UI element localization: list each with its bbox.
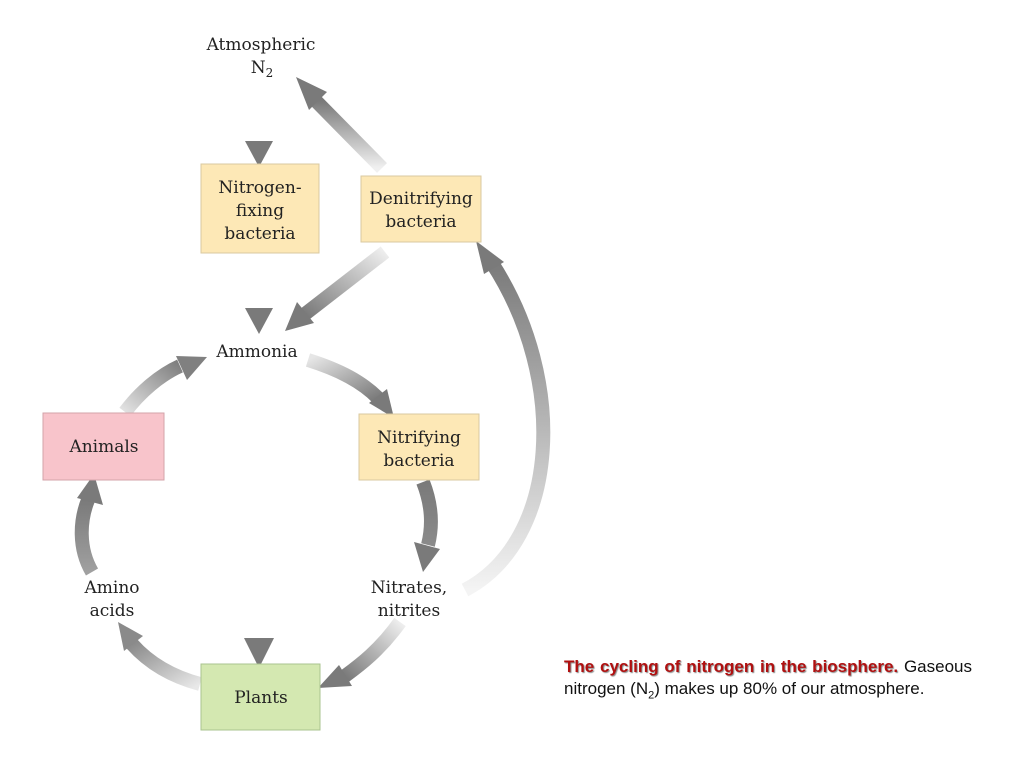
arrow-atmospheric-to-nitrogen-fixing: [245, 82, 273, 167]
denitrifying-bacteria-box: Denitrifying bacteria: [360, 175, 482, 243]
figure-caption: The cycling of nitrogen in the biosphere…: [564, 656, 972, 706]
arrow-nitrates-to-plants: [318, 617, 406, 688]
arrow-nitrifying-to-nitrates: [414, 479, 440, 572]
arrow-animals-to-ammonia: [119, 356, 207, 417]
amino-line-2: acids: [90, 601, 135, 621]
atmospheric-label: Atmospheric: [206, 35, 316, 55]
amino-line-1: Amino: [83, 578, 139, 598]
nitrates-nitrites-label: Nitrates, nitrites: [371, 578, 447, 621]
nitrifying-line-1: Nitrifying: [377, 428, 461, 448]
plants-box: Plants: [200, 663, 321, 731]
caption-title: The cycling of nitrogen in the biosphere…: [564, 657, 899, 676]
nitrates-line-2: nitrites: [378, 601, 440, 621]
nitrifying-line-2: bacteria: [383, 451, 454, 471]
atmospheric-n2-label: Atmospheric N2: [206, 35, 316, 80]
arrow-plants-to-amino-acids: [118, 622, 202, 691]
arrow-nitrates-to-denitrifying: [461, 241, 551, 597]
nitrogen-fixing-line-2: fixing: [236, 201, 284, 221]
caption-text-after: ) makes up 80% of our atmosphere.: [654, 679, 925, 698]
nitrifying-bacteria-box: Nitrifying bacteria: [358, 413, 480, 481]
amino-acids-label: Amino acids: [83, 578, 139, 621]
denitrifying-line-1: Denitrifying: [369, 189, 473, 209]
caption-subscript: 2: [648, 689, 655, 702]
denitrifying-line-2: bacteria: [385, 212, 456, 232]
animals-label: Animals: [68, 437, 138, 457]
arrow-ammonia-to-plants: [244, 372, 274, 668]
arrow-amino-acids-to-animals: [74, 474, 103, 576]
arrow-ammonia-to-nitrifying: [305, 353, 394, 418]
nitrogen-fixing-line-3: bacteria: [224, 224, 295, 244]
n2-label: N2: [251, 58, 274, 80]
arrow-denitrifying-to-atmospheric: [296, 77, 387, 173]
arrow-nitrogen-fixing-to-ammonia: [245, 254, 273, 334]
arrow-denitrifying-to-ammonia: [285, 246, 390, 331]
plants-label: Plants: [234, 688, 288, 708]
nitrogen-fixing-bacteria-box: Nitrogen- fixing bacteria: [200, 163, 320, 254]
nitrogen-fixing-line-1: Nitrogen-: [218, 178, 301, 198]
nitrates-line-1: Nitrates,: [371, 578, 447, 598]
animals-box: Animals: [42, 412, 165, 481]
caption-text-before: Gaseous nitrogen (N: [564, 657, 972, 698]
ammonia-label: Ammonia: [215, 342, 297, 362]
